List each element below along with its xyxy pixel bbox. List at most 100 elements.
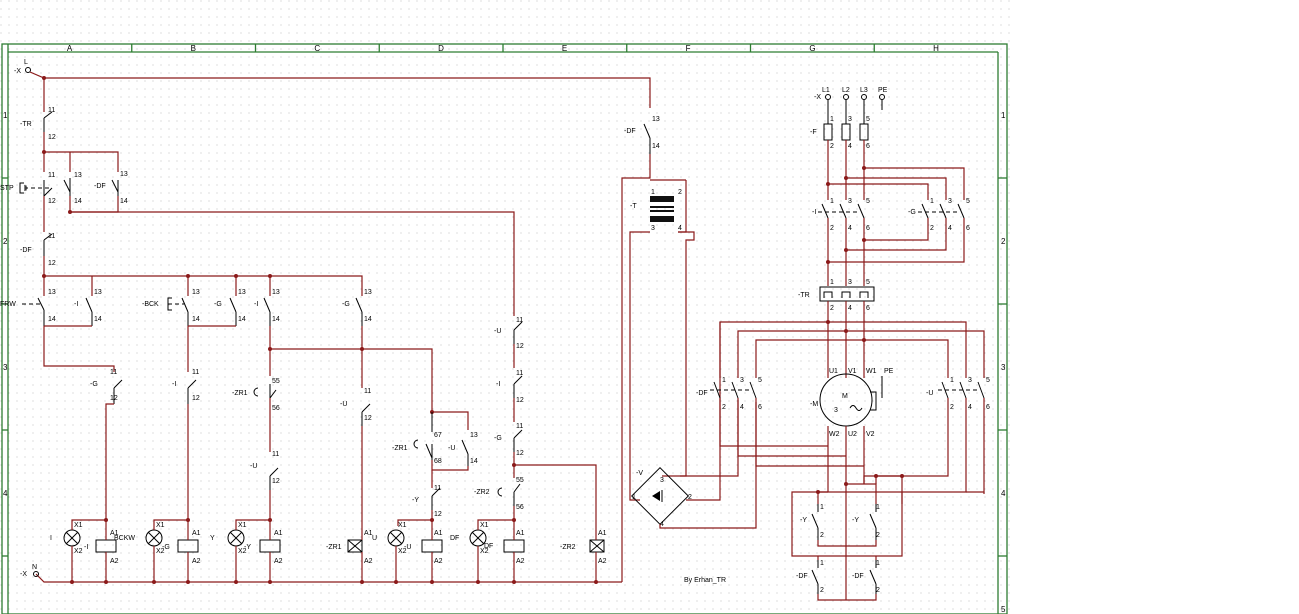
- terminal-l2: [843, 94, 849, 100]
- e-u-contact: [513, 321, 523, 331]
- terminal-n-label: N: [32, 564, 37, 571]
- coil-i-name: BCKW: [114, 535, 135, 542]
- terminal-x-label: -X: [14, 68, 21, 75]
- motor-w2: W2: [829, 431, 840, 438]
- transformer: -T 1 2 3 4: [630, 189, 682, 232]
- coil-u-a2: A2: [434, 558, 443, 565]
- coil-df-a2: A2: [516, 558, 525, 565]
- lamp-u-x2: X2: [398, 548, 407, 555]
- junction-dot: [430, 580, 434, 584]
- bck-b: 14: [192, 316, 200, 323]
- u-nc2-b: 12: [364, 415, 372, 422]
- lamp-i: I X1 X2: [50, 522, 83, 555]
- e-u-b: 12: [516, 343, 524, 350]
- stp-c: 13: [74, 172, 82, 179]
- terminal-l: [25, 67, 31, 73]
- contactor-df: -DF 1 3 5 2 4 6: [696, 377, 762, 411]
- i1-b: 14: [94, 316, 102, 323]
- zr1-timer-a: 55: [272, 378, 280, 385]
- diode-icon: [652, 491, 660, 501]
- y-b-tag: -Y: [852, 517, 859, 524]
- u-nc1-tag: -U: [250, 463, 257, 470]
- df-hold-tag: -DF: [94, 183, 106, 190]
- fuse-b4: 4: [848, 143, 852, 150]
- cu-t5: 5: [986, 377, 990, 384]
- stp-b: 12: [48, 198, 56, 205]
- junction-dot: [152, 580, 156, 584]
- tr-a: 11: [48, 107, 55, 114]
- ci-t5: 5: [866, 198, 870, 205]
- u-nc-contact-d: [361, 403, 371, 413]
- row-label-5: 5: [1001, 605, 1006, 614]
- cdf-t1: 1: [722, 377, 726, 384]
- junction-dot: [70, 580, 74, 584]
- e-g-a: 11: [516, 423, 523, 430]
- e-g-tag: -G: [494, 435, 502, 442]
- y-nc-a: 11: [434, 485, 441, 492]
- overload-tag: -TR: [798, 292, 810, 299]
- ol-t3: 3: [848, 279, 852, 286]
- row-label-4: 4: [1001, 489, 1006, 498]
- transformer-p4: 4: [678, 225, 682, 232]
- motor-w1: W1: [866, 368, 877, 375]
- power-circuit: -X L1 L2 L3 PE -F 1 3 5 2 4 6: [696, 87, 990, 601]
- i2-contact: [263, 297, 271, 313]
- lamp-i-tag: I: [50, 535, 52, 542]
- df-nc-tag: -DF: [20, 247, 32, 254]
- delta-contactor-b: -DF 1 2: [852, 560, 880, 594]
- e-i-b: 12: [516, 397, 524, 404]
- supply-l1: L1: [822, 87, 830, 94]
- tr-b: 12: [48, 134, 56, 141]
- fuse-b2: 2: [830, 143, 834, 150]
- fuse-t3: 3: [848, 116, 852, 123]
- e-g-contact: [513, 429, 523, 439]
- y-b-a: 1: [876, 504, 880, 511]
- zr2-timer-contact: [513, 483, 521, 493]
- y-b-b: 2: [876, 532, 880, 539]
- junction-dot: [394, 580, 398, 584]
- i1-tag: -I: [74, 301, 78, 308]
- coil-g-a1: A1: [192, 530, 201, 537]
- rectifier: -V 1 2 3 4: [631, 467, 692, 528]
- contactor-i-tag: -I: [812, 209, 816, 216]
- df-a-a: 1: [820, 560, 824, 567]
- tr-tag: -TR: [20, 121, 32, 128]
- zr1-no-timer-icon: [413, 439, 419, 449]
- row-label-3: 3: [1001, 363, 1006, 372]
- lamp-u-x1: X1: [398, 522, 407, 529]
- lamp-g-x1: X1: [156, 522, 165, 529]
- junction-dot: [104, 580, 108, 584]
- df-nc-b: 12: [48, 260, 56, 267]
- star-contactor-a: -Y 1 2: [800, 504, 824, 540]
- y-a-tag: -Y: [800, 517, 807, 524]
- df-b-a: 1: [876, 560, 880, 567]
- rectifier-p4: 4: [660, 521, 664, 528]
- g-hold-contact: [229, 297, 237, 313]
- i2-a: 13: [272, 289, 280, 296]
- cdf-b2: 2: [722, 404, 726, 411]
- stp-button-icon: [19, 182, 27, 194]
- df-top-contact: [643, 123, 651, 139]
- coil-df-a1: A1: [516, 530, 525, 537]
- lamp-df-x2: X2: [480, 548, 489, 555]
- e-i-tag: -I: [496, 381, 500, 388]
- coil-i-tag: -I: [84, 544, 88, 551]
- column-label-c: C: [314, 44, 320, 53]
- y-nc-b: 12: [434, 511, 442, 518]
- e-g-b: 12: [516, 450, 524, 457]
- load-row: I X1 X2 A1 A2 -I BCKW X1 X2: [50, 519, 607, 565]
- junction-dot: [186, 580, 190, 584]
- df-top-a: 13: [652, 116, 660, 123]
- cu-t3: 3: [968, 377, 972, 384]
- lamp-y: Y X1 X2: [210, 522, 247, 555]
- fuse-t1: 1: [830, 116, 834, 123]
- zr2-timer-b: 56: [516, 504, 524, 511]
- cu-b6: 6: [986, 404, 990, 411]
- bck-contact: [181, 297, 189, 313]
- e-u-tag: -U: [494, 328, 501, 335]
- motor-u1: U1: [829, 368, 838, 375]
- df-top-b: 14: [652, 143, 660, 150]
- contactor-u-tag: -U: [926, 390, 933, 397]
- i-hold-contact: [85, 297, 93, 313]
- contactor-i: -I 1 3 5 2 4 6: [812, 198, 870, 232]
